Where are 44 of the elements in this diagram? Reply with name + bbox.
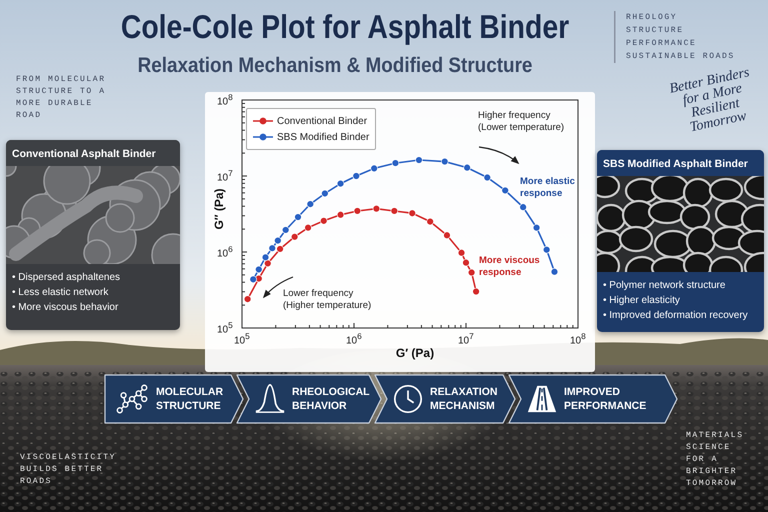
tick-label: 10$^{7}$ <box>458 331 474 346</box>
tick-label: 10$^{8}$ <box>217 92 233 108</box>
side-note: FROM MOLECULAR STRUCTURE TO A MORE DURABLE ROAD <box>16 74 107 122</box>
annotation: More elastic response <box>520 176 576 200</box>
legend-label: SBS Modified Binder <box>277 132 370 142</box>
info-card <box>6 140 180 330</box>
annotation: Higher frequency (Lower temperature) <box>478 110 566 134</box>
info-card <box>597 150 764 332</box>
side-note: MATERIALS SCIENCE FOR A BRIGHTER TOMORROW <box>686 430 745 490</box>
step-label: RHEOLOGICAL BEHAVIOR <box>292 385 370 413</box>
tick-label: 10$^{8}$ <box>570 331 586 346</box>
keyword: RHEOLOGY <box>626 12 678 24</box>
bullet-item: • Higher elasticity <box>603 294 681 308</box>
bullet-item: • Dispersed asphaltenes <box>12 271 122 285</box>
keyword: STRUCTURE <box>626 25 684 37</box>
process-step <box>508 374 678 424</box>
title: Cole-Cole Plot for Asphalt Binder <box>120 8 570 46</box>
bullet-item: • Less elastic network <box>12 286 110 300</box>
handwritten-slogan: Better Binders for a More Resilient Tomorrow <box>667 64 752 138</box>
annotation: Lower frequency (Higher temperature) <box>283 288 372 312</box>
bullet-item: • Improved deformation recovery <box>603 309 749 323</box>
subtitle: Relaxation Mechanism & Modified Structure <box>136 54 534 78</box>
keyword: PERFORMANCE <box>626 38 696 50</box>
step-label: MOLECULAR STRUCTURE <box>156 385 224 413</box>
bullet-item: • More viscous behavior <box>12 301 120 315</box>
card-heading: Conventional Asphalt Binder <box>6 140 180 166</box>
keyword: SUSTAINABLE ROADS <box>626 51 735 63</box>
tick-label: 10$^{7}$ <box>217 168 233 184</box>
card-heading: SBS Modified Asphalt Binder <box>597 150 764 176</box>
axis-title: G′ (Pa) <box>394 346 436 360</box>
process-step <box>236 374 382 424</box>
step-label: IMPROVED PERFORMANCE <box>564 385 644 413</box>
side-note: VISCOELASTICITY BUILDS BETTER ROADS <box>20 452 118 488</box>
tick-label: 10$^{6}$ <box>217 244 233 260</box>
tick-label: 10$^{5}$ <box>217 320 233 336</box>
step-label: RELAXATION MECHANISM <box>430 385 498 413</box>
process-step <box>374 374 516 424</box>
process-step <box>104 374 244 424</box>
axis-title: G″ (Pa) <box>212 187 226 232</box>
legend-label: Conventional Binder <box>277 116 368 126</box>
tick-label: 10$^{5}$ <box>234 331 250 346</box>
annotation: More viscous response <box>479 255 541 279</box>
tick-label: 10$^{6}$ <box>346 331 362 346</box>
bullet-item: • Polymer network structure <box>603 279 726 293</box>
